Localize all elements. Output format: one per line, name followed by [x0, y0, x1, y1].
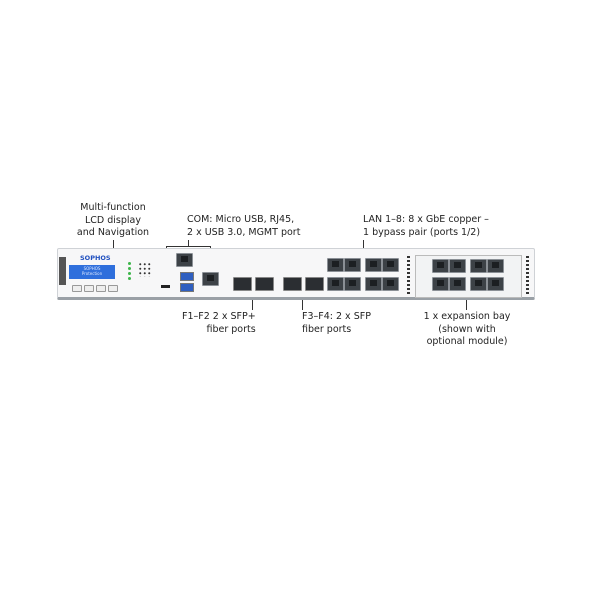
callout-line: LCD display	[84, 214, 141, 226]
lan-port	[344, 258, 361, 272]
lcd-line: Protection	[81, 271, 103, 276]
leader-line	[252, 292, 253, 310]
lcd-callout: Multi-function LCD display and Navigatio…	[77, 202, 149, 240]
leader-line	[188, 240, 189, 246]
expansion-lan-port	[449, 259, 466, 273]
expansion-lan-port	[470, 277, 487, 291]
com-rj45-port	[176, 253, 193, 267]
vent-grid	[138, 262, 151, 277]
lcd-line: SOPHOS	[83, 266, 101, 271]
usb-port	[180, 272, 194, 281]
nav-button[interactable]	[84, 285, 94, 292]
sfp-plus-callout: F1–F2 2 x SFP+ fiber ports	[182, 311, 256, 336]
expansion-lan-port	[432, 277, 449, 291]
callout-line: 2 x USB 3.0, MGMT port	[187, 226, 301, 238]
lan-port	[365, 258, 382, 272]
status-led	[128, 267, 131, 270]
leader-line	[302, 292, 303, 310]
sfp-port-f3	[283, 277, 302, 291]
callout-line: and Navigation	[76, 227, 150, 238]
lcd-display: SOPHOS Protection	[69, 265, 115, 279]
callout-line: 1 bypass pair (ports 1/2)	[363, 226, 481, 238]
lan-port	[365, 277, 382, 291]
lan-port	[327, 277, 344, 291]
vent-strip	[526, 256, 529, 296]
lan-port	[344, 277, 361, 291]
expansion-lan-port	[449, 277, 466, 291]
lan-port	[382, 258, 399, 272]
callout-line: LAN 1–8: 8 x GbE copper –	[363, 214, 489, 225]
callout-line: Multi-function	[80, 202, 146, 213]
callout-line: (shown with	[438, 323, 496, 335]
callout-line: 1 x expansion bay	[423, 311, 511, 322]
vent-strip	[407, 256, 410, 296]
usb-port	[180, 283, 194, 292]
expansion-lan-port	[470, 259, 487, 273]
lan-port	[327, 258, 344, 272]
nav-button[interactable]	[108, 285, 118, 292]
sfp-callout: F3–F4: 2 x SFP fiber ports	[302, 311, 371, 336]
lan-port	[382, 277, 399, 291]
mgmt-port	[202, 272, 219, 286]
callout-line: optional module)	[426, 336, 508, 347]
sfp-plus-port-f1	[233, 277, 252, 291]
expansion-lan-port	[487, 259, 504, 273]
status-led	[128, 277, 131, 280]
leader-line	[466, 297, 467, 310]
expansion-lan-port	[487, 277, 504, 291]
nav-button[interactable]	[96, 285, 106, 292]
callout-line: F3–F4: 2 x SFP	[302, 311, 371, 322]
callout-line: F1–F2 2 x SFP+	[182, 311, 256, 322]
leader-line	[166, 246, 210, 247]
expansion-lan-port	[432, 259, 449, 273]
sfp-plus-port-f2	[255, 277, 274, 291]
status-led	[128, 262, 131, 265]
callout-line: fiber ports	[302, 323, 352, 335]
sophos-logo: SOPHOS	[80, 254, 111, 262]
side-panel	[59, 257, 66, 285]
micro-usb-port	[161, 285, 170, 288]
callout-line: COM: Micro USB, RJ45,	[187, 214, 295, 225]
lan-callout: LAN 1–8: 8 x GbE copper – 1 bypass pair …	[363, 214, 489, 239]
sfp-port-f4	[305, 277, 324, 291]
callout-line: fiber ports	[206, 323, 256, 335]
status-led	[128, 272, 131, 275]
nav-button[interactable]	[72, 285, 82, 292]
expansion-callout: 1 x expansion bay (shown with optional m…	[424, 311, 511, 349]
com-callout: COM: Micro USB, RJ45, 2 x USB 3.0, MGMT …	[187, 214, 300, 239]
